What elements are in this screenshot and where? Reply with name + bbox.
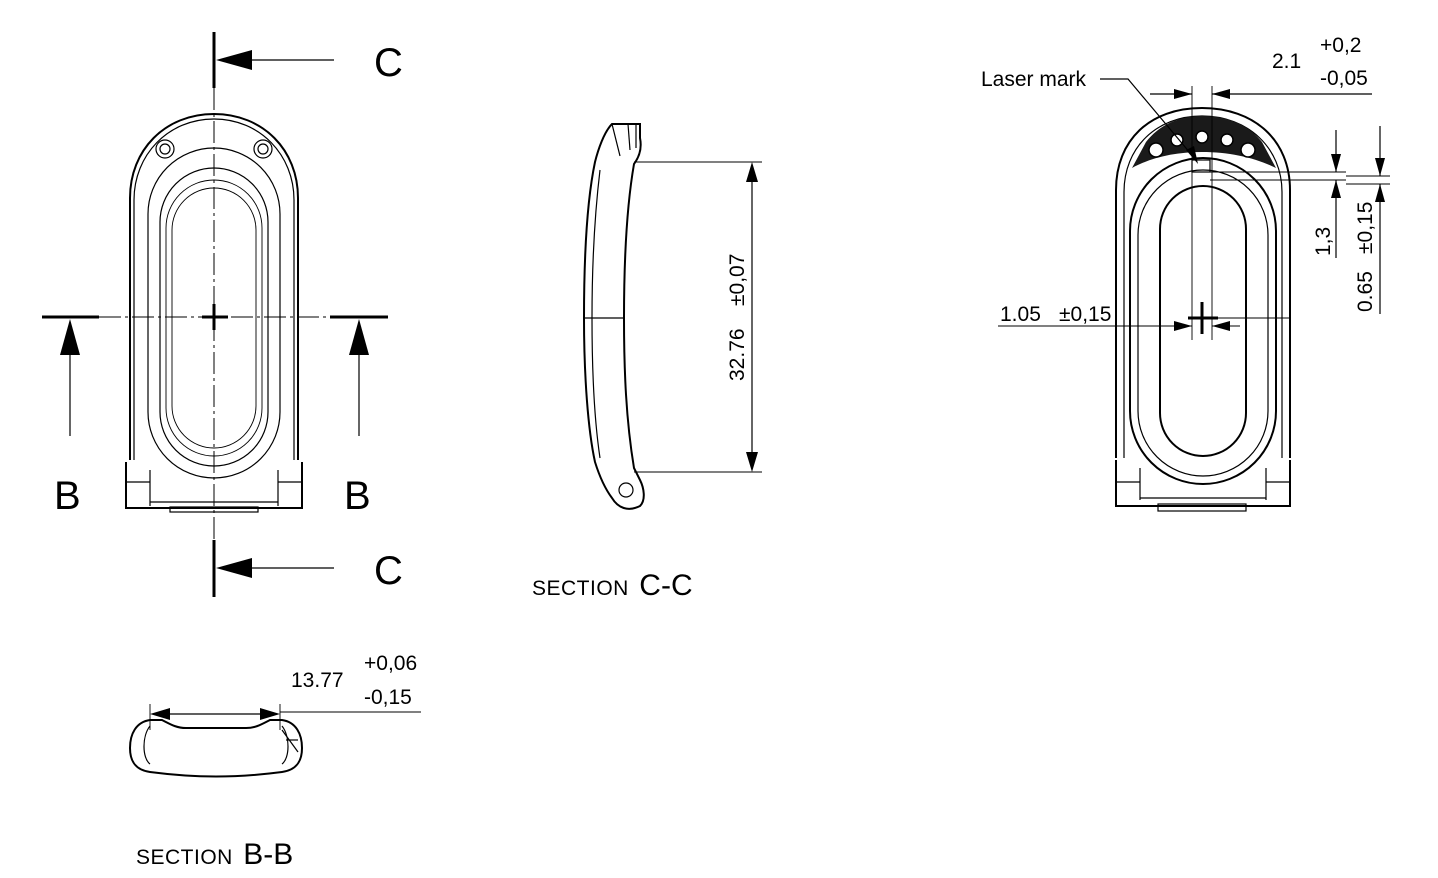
detail-contact-pad [1157, 503, 1247, 512]
mounting-hole-left-inner [159, 143, 171, 155]
section-b-arrow-left [60, 319, 80, 355]
membrane-ring-innermost [171, 187, 257, 449]
band-hole-5 [1240, 142, 1256, 158]
mark-width-tol-upper: +0,2 [1320, 34, 1361, 57]
detail-ring-outer [1129, 157, 1277, 485]
detail-ring-middle [1137, 169, 1269, 477]
mounting-hole-right-inner [257, 143, 269, 155]
mark-width-tol-lower: -0,05 [1320, 67, 1368, 90]
mounting-hole-right [253, 139, 273, 159]
section-cc-caption-name: C-C [639, 569, 692, 602]
section-bb-caption-name: B-B [243, 838, 293, 871]
band-hole-3 [1195, 130, 1209, 144]
section-c-arrow-top [216, 50, 252, 70]
detail-view: Laser mark 2.1 +0,2 -0,05 1.05 ±0,15 1,3 [981, 34, 1390, 512]
section-cc-hole [618, 482, 634, 498]
offset-arrow-left [1174, 321, 1192, 331]
section-bb-hatch-1 [281, 729, 299, 753]
section-cc-profile [582, 123, 645, 510]
section-cc-top-detail-1 [611, 123, 621, 157]
depth-value: 1,3 [1312, 227, 1335, 256]
section-bb-profile [128, 719, 304, 778]
section-cc-inner-edge [591, 169, 601, 459]
section-bb-left-detail [143, 725, 151, 765]
laser-mark-leader-arrow [1186, 146, 1198, 164]
band-hole-4 [1220, 133, 1234, 147]
section-bb-width-value: 13.77 [291, 669, 344, 692]
section-bb-width-tol-upper: +0,06 [364, 652, 417, 675]
depth-arrow-bottom [1331, 180, 1341, 198]
section-bb-caption: SECTION B-B [136, 838, 293, 871]
depth-arrow-top [1331, 154, 1341, 172]
section-bb-width-tol-lower: -0,15 [364, 686, 412, 709]
dimension-arrow-top [746, 162, 758, 182]
detail-housing-outline [1115, 106, 1291, 458]
section-bb-right-detail [281, 725, 289, 765]
section-cc-height-value: 32.76 [726, 328, 749, 381]
section-bb-caption-prefix: SECTION [136, 846, 233, 869]
section-cc-caption-prefix: SECTION [532, 577, 629, 600]
width-arrow-right [260, 708, 280, 720]
section-cc-view: 32.76 ±0,07 SECTION C-C [532, 123, 762, 602]
mounting-hole-left [155, 139, 175, 159]
section-c-arrow-bottom [216, 558, 252, 578]
height-value: 0.65 [1354, 271, 1377, 312]
section-b-arrow-right [349, 319, 369, 355]
front-view: C C B B [42, 32, 403, 597]
membrane-ring-outer [147, 147, 281, 479]
dimension-arrow-bottom [746, 452, 758, 472]
section-bb-view: 13.77 +0,06 -0,15 SECTION B-B [128, 652, 421, 871]
laser-mark-label: Laser mark [981, 68, 1087, 91]
band-hole-2 [1170, 133, 1184, 147]
offset-value: 1.05 [1000, 303, 1041, 326]
section-cc-top-detail-2 [627, 123, 631, 151]
laser-mark-leader [1100, 78, 1197, 161]
membrane-ring-middle [159, 167, 269, 467]
section-c-label-top: C [374, 41, 403, 85]
width-arrow-left [150, 708, 170, 720]
section-b-label-left: B [54, 474, 81, 518]
membrane-ring-inner [165, 179, 263, 457]
detail-ring-inner [1159, 185, 1247, 457]
connector-block [125, 462, 303, 509]
height-arrow-top [1375, 158, 1385, 176]
height-arrow-bottom [1375, 184, 1385, 202]
height-tol: ±0,15 [1354, 202, 1377, 254]
contact-pad [169, 506, 259, 513]
section-b-label-right: B [344, 474, 371, 518]
section-cc-height-tol: ±0,07 [726, 254, 749, 306]
band-hole-1 [1148, 142, 1164, 158]
detail-connector-block [1115, 460, 1291, 507]
mark-width-arrow-left [1174, 89, 1192, 99]
section-c-label-bottom: C [374, 549, 403, 593]
mark-width-arrow-right [1212, 89, 1230, 99]
offset-tol: ±0,15 [1059, 303, 1111, 326]
housing-inner-edge [133, 118, 295, 460]
section-cc-caption: SECTION C-C [532, 569, 693, 602]
housing-outline [129, 112, 299, 460]
mark-width-value: 2.1 [1272, 50, 1301, 73]
